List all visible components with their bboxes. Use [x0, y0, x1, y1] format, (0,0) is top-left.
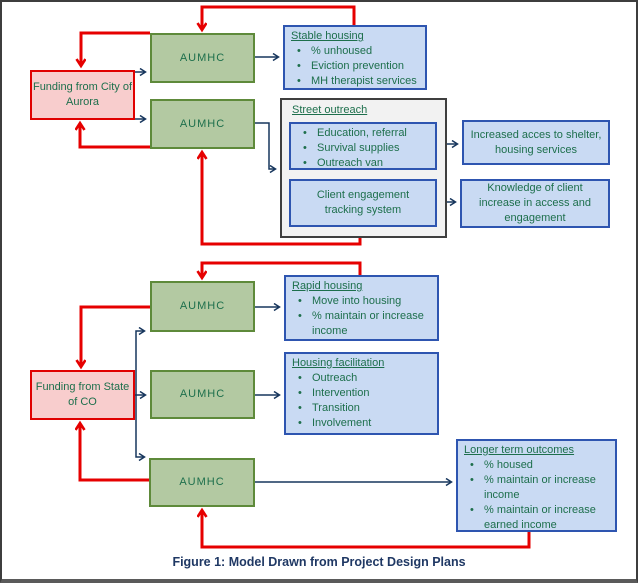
- arrow-funding-state-to-aumhc5: [135, 395, 144, 457]
- list-item: Involvement: [290, 416, 433, 431]
- node-aumhc-4: AUMHC: [150, 370, 255, 419]
- node-funding-state-label: Funding from State of CO: [35, 381, 130, 408]
- node-aumhc-4-label: AUMHC: [179, 388, 226, 400]
- box-rapid-housing: Rapid housing Move into housing % mainta…: [284, 275, 439, 341]
- increased-access-label: Increased acces to shelter, housing serv…: [470, 128, 602, 156]
- longer-term-list: % housed % maintain or increase income %…: [462, 458, 611, 533]
- list-item: Transition: [290, 401, 433, 416]
- node-aumhc-1-label: AUMHC: [179, 51, 226, 64]
- list-item: Move into housing: [290, 294, 433, 309]
- list-item: % maintain or increase earned income: [462, 503, 611, 533]
- arrow-aumhc5-to-funding-state: [80, 424, 149, 482]
- list-item: Outreach: [290, 371, 433, 386]
- list-item: Outreach van: [295, 156, 431, 171]
- list-item: Survival supplies: [295, 141, 431, 156]
- box-housing-facilitation: Housing facilitation Outreach Interventi…: [284, 352, 439, 435]
- node-aumhc-5-label: AUMHC: [179, 476, 225, 488]
- node-aumhc-2-label: AUMHC: [179, 117, 226, 130]
- node-aumhc-2: AUMHC: [150, 99, 255, 149]
- list-item: % maintain or increase income: [290, 309, 433, 339]
- node-funding-city-label: Funding from City of Aurora: [32, 81, 133, 108]
- box-outreach-services: Education, referral Survival supplies Ou…: [289, 122, 437, 171]
- list-item: % unhoused: [289, 44, 421, 59]
- list-item: Intervention: [290, 386, 433, 401]
- box-longer-term-outcomes: Longer term outcomes % housed % maintain…: [456, 439, 617, 532]
- box-increased-access: Increased acces to shelter, housing serv…: [462, 120, 610, 165]
- box-client-tracking: Client engagement tracking system: [289, 179, 437, 227]
- longer-term-title: Longer term outcomes: [464, 444, 575, 456]
- node-aumhc-3-label: AUMHC: [179, 300, 226, 312]
- arrow-aumhc3-to-funding-state: [81, 305, 150, 366]
- arrow-aumhc2-to-funding-city: [80, 124, 150, 149]
- box-knowledge: Knowledge of client increase in access a…: [460, 179, 610, 228]
- list-item: MH therapist services: [289, 74, 421, 89]
- box-stable-housing: Stable housing % unhoused Eviction preve…: [283, 25, 427, 90]
- figure-caption: Figure 1: Model Drawn from Project Desig…: [172, 555, 466, 569]
- arrow-aumhc1-to-funding-city: [81, 31, 150, 65]
- client-tracking-label: Client engagement tracking system: [316, 189, 410, 216]
- node-aumhc-1: AUMHC: [150, 33, 255, 83]
- node-funding-city: Funding from City of Aurora: [30, 70, 135, 120]
- node-aumhc-5: AUMHC: [149, 458, 255, 507]
- rapid-housing-title: Rapid housing: [292, 280, 363, 292]
- node-funding-state: Funding from State of CO: [30, 370, 135, 420]
- knowledge-label: Knowledge of client increase in access a…: [479, 182, 591, 224]
- list-item: Education, referral: [295, 126, 431, 141]
- housing-facilitation-list: Outreach Intervention Transition Involve…: [290, 371, 433, 431]
- rapid-housing-list: Move into housing % maintain or increase…: [290, 294, 433, 339]
- arrow-funding-state-to-aumhc3: [135, 331, 144, 395]
- stable-housing-list: % unhoused Eviction prevention MH therap…: [289, 44, 421, 89]
- housing-facilitation-title: Housing facilitation: [292, 357, 385, 369]
- outreach-services-list: Education, referral Survival supplies Ou…: [295, 126, 431, 171]
- list-item: Eviction prevention: [289, 59, 421, 74]
- street-outreach-title: Street outreach: [292, 104, 368, 116]
- node-aumhc-3: AUMHC: [150, 281, 255, 332]
- list-item: % maintain or increase income: [462, 473, 611, 503]
- list-item: % housed: [462, 458, 611, 473]
- stable-housing-title: Stable housing: [291, 30, 364, 42]
- arrow-aumhc2-to-outreach: [255, 122, 275, 169]
